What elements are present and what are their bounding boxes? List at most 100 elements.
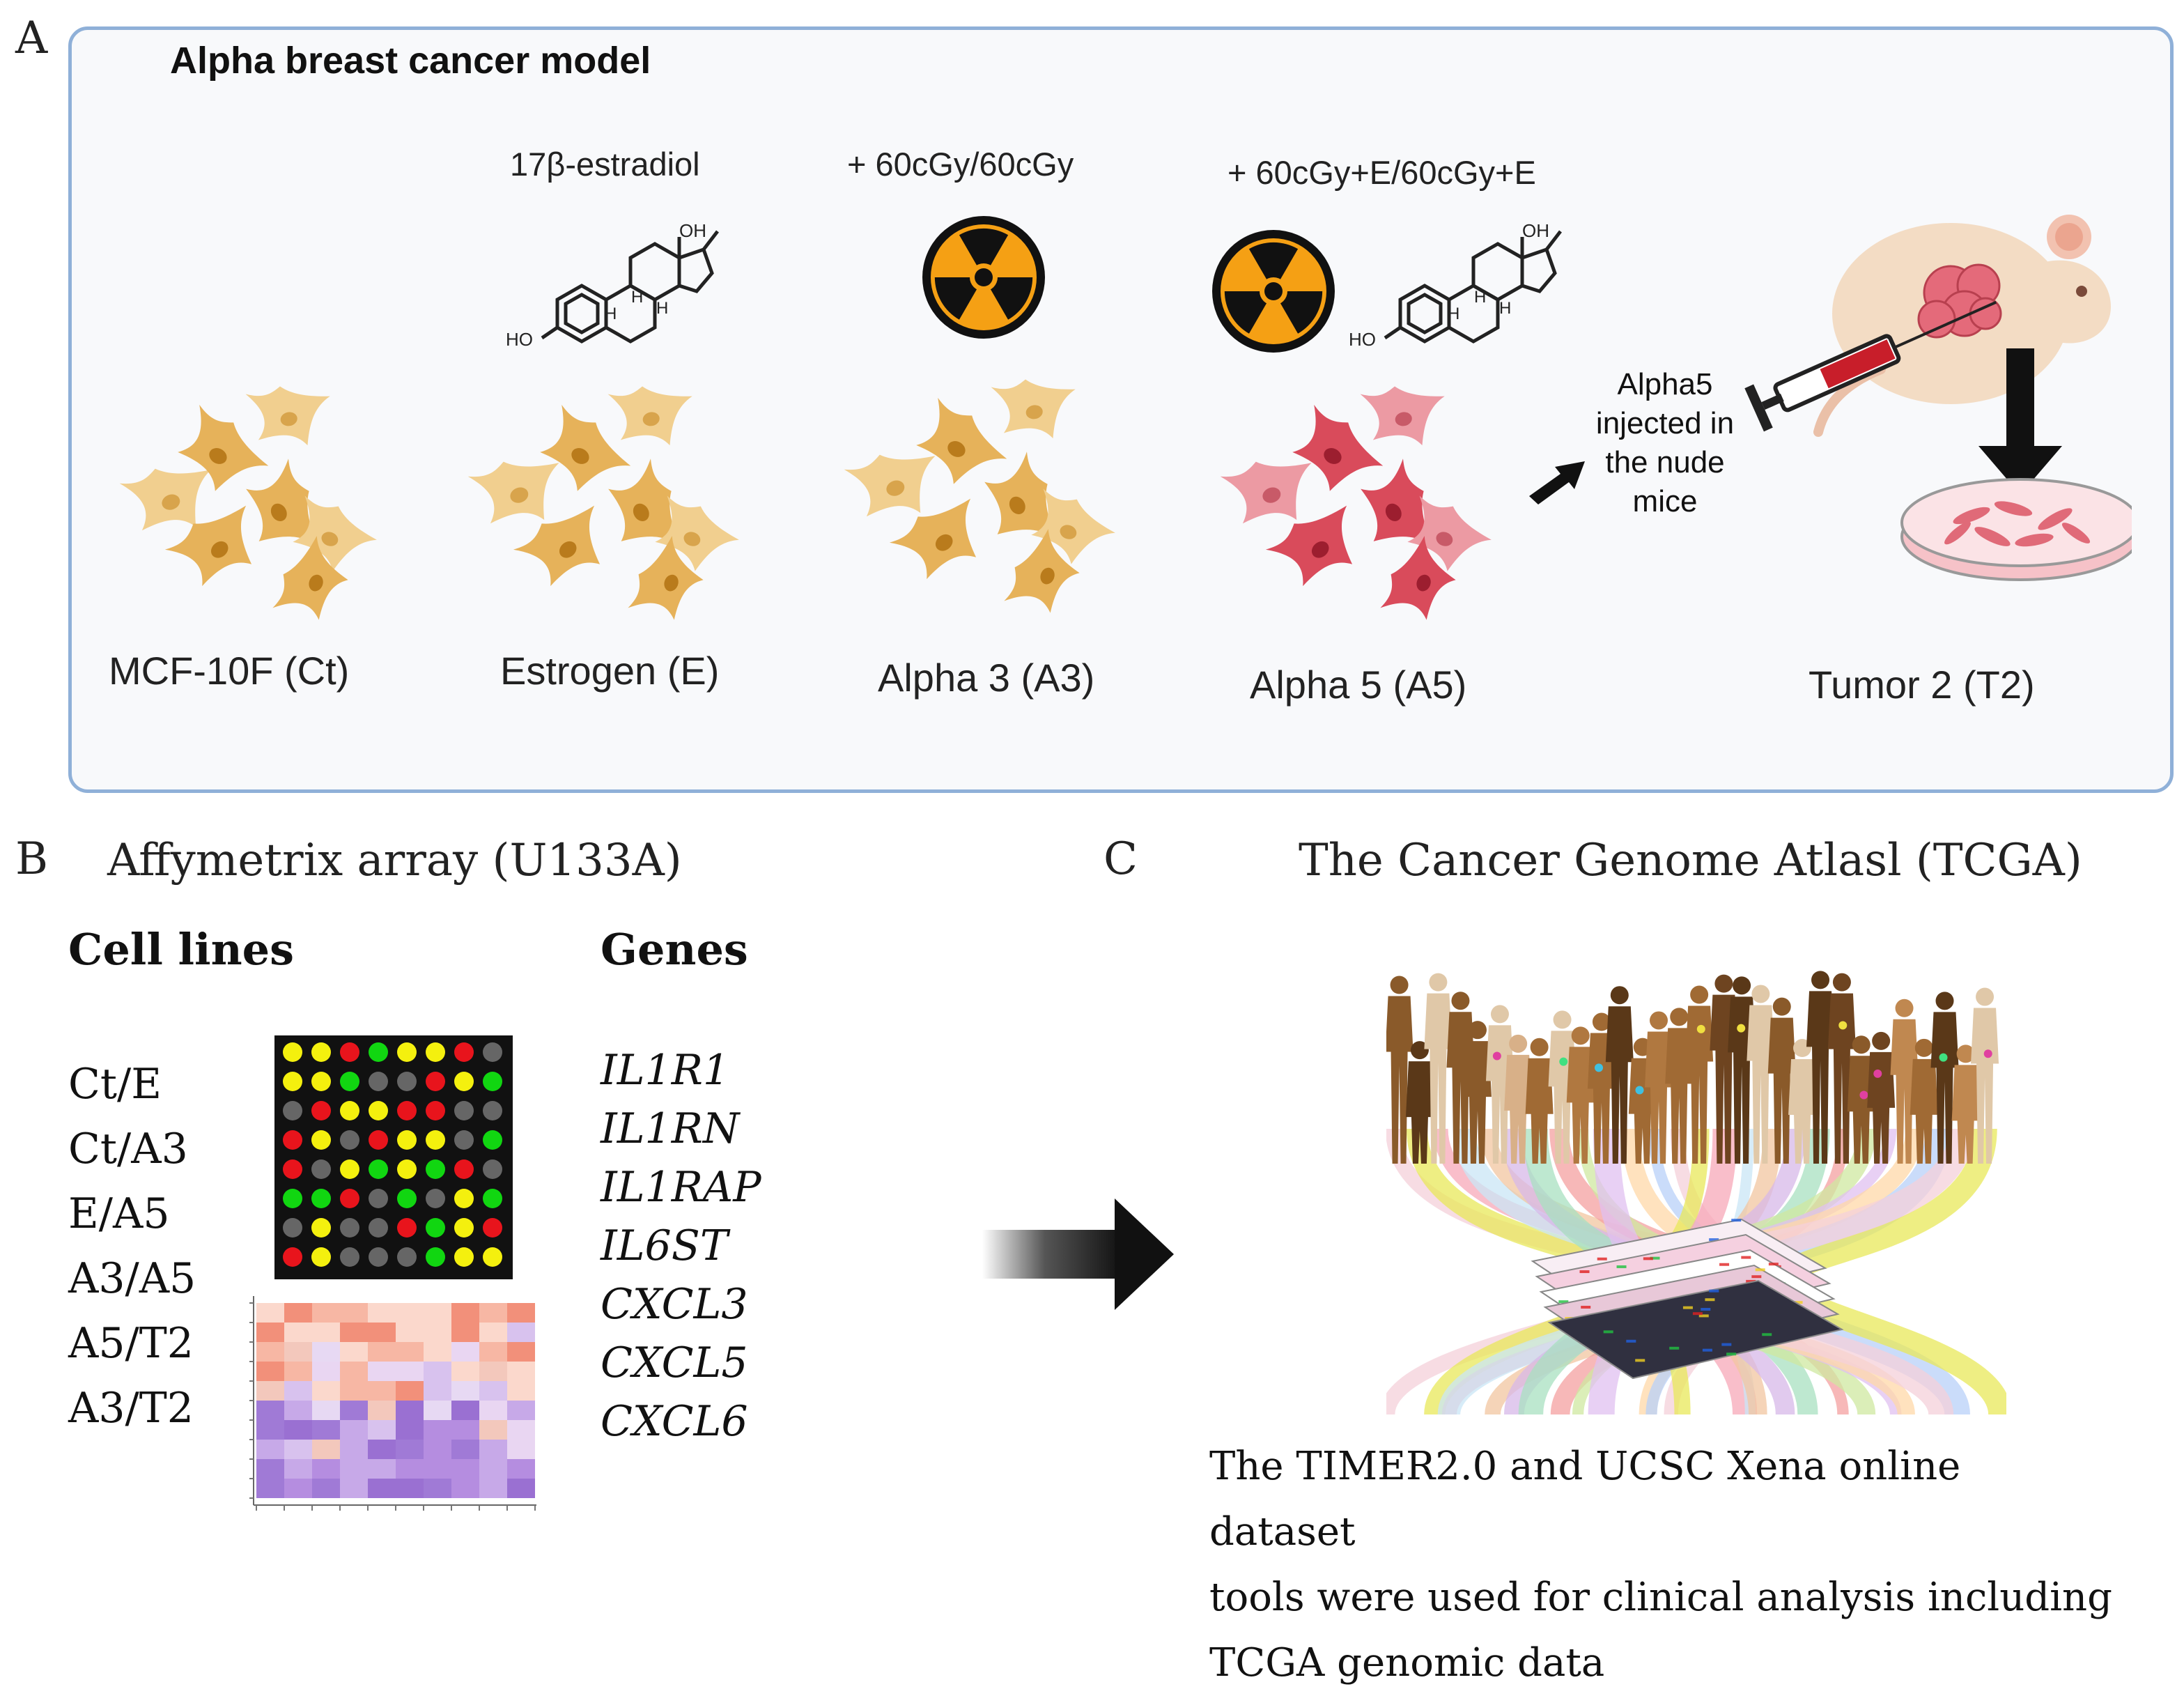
heatmap-cell [312, 1440, 340, 1459]
heatmap-cell [340, 1420, 368, 1440]
cell-line-item: A5/T2 [68, 1319, 194, 1368]
h-label: H [1499, 299, 1511, 318]
heatmap-cell [368, 1459, 396, 1479]
heatmap-cell [424, 1440, 451, 1459]
person-silhouette [1424, 973, 1453, 1164]
heatmap-cell [340, 1323, 368, 1342]
array-spot [369, 1247, 388, 1267]
person-silhouette [1806, 971, 1835, 1164]
array-spot [369, 1189, 388, 1208]
tcga-population-icon [1386, 955, 2006, 1414]
array-spot [283, 1101, 302, 1120]
heatmap-cell [256, 1342, 284, 1362]
array-spot [397, 1042, 417, 1062]
heatmap-cell [368, 1303, 396, 1323]
heatmap-cell [451, 1323, 479, 1342]
heatmap-cell [312, 1303, 340, 1323]
caption-mcf10f: MCF-10F (Ct) [109, 649, 350, 693]
cell-line-item: Ct/A3 [68, 1125, 188, 1173]
array-spot [397, 1072, 417, 1091]
heatmap-cell [256, 1479, 284, 1498]
heatmap-cell [451, 1479, 479, 1498]
heatmap-cell [424, 1420, 451, 1440]
heatmap-cell [507, 1342, 535, 1362]
heatmap-cell [479, 1459, 507, 1479]
array-spot [483, 1072, 502, 1091]
heatmap-cell [424, 1362, 451, 1381]
microarray-icon [274, 1035, 513, 1279]
heatmap-cell [451, 1459, 479, 1479]
caption-tumor2: Tumor 2 (T2) [1809, 663, 2035, 707]
cell-line-item: E/A5 [68, 1189, 170, 1238]
person-silhouette [1463, 1021, 1492, 1164]
array-spot [340, 1159, 359, 1179]
heatmap-cell [451, 1342, 479, 1362]
heatmap-cell [284, 1362, 312, 1381]
radiation-icon [1212, 230, 1335, 353]
heatmap-cell [368, 1342, 396, 1362]
array-spot [454, 1101, 474, 1120]
array-spot [340, 1130, 359, 1150]
genes-list: IL1R1 IL1RN IL1RAP IL6ST CXCL3 CXCL5 CXC… [601, 1041, 761, 1451]
heatmap-cell [479, 1323, 507, 1342]
gene-item: IL1R1 [601, 1046, 730, 1095]
genes-heading: Genes [601, 924, 748, 975]
cells-mcf10f-icon [118, 378, 383, 627]
heatmap-cell [424, 1342, 451, 1362]
panel-c-letter: C [1103, 833, 1138, 885]
array-spot [397, 1247, 417, 1267]
array-spot [397, 1218, 417, 1238]
heatmap-cell [479, 1342, 507, 1362]
estradiol-molecule-icon: OH HO H H H [506, 220, 731, 350]
heatmap-cell [312, 1459, 340, 1479]
array-spot [397, 1159, 417, 1179]
person-silhouette [1867, 1031, 1896, 1164]
heatmap-cell [256, 1323, 284, 1342]
heatmap-cell [312, 1420, 340, 1440]
heatmap-cell [256, 1401, 284, 1420]
array-spot [454, 1072, 474, 1091]
heatmap-cell [284, 1342, 312, 1362]
array-spot [283, 1072, 302, 1091]
array-spot [311, 1101, 331, 1120]
heatmap-cell [479, 1401, 507, 1420]
gene-item: CXCL5 [601, 1339, 748, 1387]
heatmap-cell [368, 1440, 396, 1459]
heatmap-cell [507, 1459, 535, 1479]
array-spot [283, 1189, 302, 1208]
treatment-alpha5: + 60cGy+E/60cGy+E [1227, 154, 1536, 191]
array-spot [369, 1130, 388, 1150]
person-silhouette [1951, 1044, 1980, 1164]
array-spot [454, 1159, 474, 1179]
heatmap-icon [249, 1296, 536, 1511]
panel-a-letter: A [15, 13, 48, 64]
person-silhouette [1405, 1041, 1434, 1164]
heatmap-cell [507, 1440, 535, 1459]
person-silhouette [1971, 987, 1999, 1164]
heatmap-cell [256, 1303, 284, 1323]
heatmap-cell [368, 1401, 396, 1420]
heatmap-cell [451, 1420, 479, 1440]
cells-alpha5-icon [1219, 378, 1498, 627]
person-silhouette [1605, 986, 1634, 1164]
heatmap-cell [451, 1440, 479, 1459]
cell-line-item: Ct/E [68, 1060, 162, 1109]
heatmap-cell [284, 1303, 312, 1323]
array-spot [483, 1042, 502, 1062]
array-spot [283, 1247, 302, 1267]
array-spot [483, 1130, 502, 1150]
ho-label: HO [506, 329, 533, 350]
heatmap-cell [396, 1362, 424, 1381]
array-spot [454, 1042, 474, 1062]
h-label: H [1448, 304, 1459, 323]
heatmap-cell [424, 1479, 451, 1498]
cell-line-item: A3/T2 [68, 1384, 194, 1433]
heatmap-cell [312, 1479, 340, 1498]
genomic-data-layer [1547, 1279, 1844, 1380]
array-spot [311, 1159, 331, 1179]
person-silhouette [1587, 1012, 1616, 1164]
heatmap-cell [479, 1303, 507, 1323]
array-spot [483, 1189, 502, 1208]
array-spot [283, 1130, 302, 1150]
heatmap-cell [396, 1440, 424, 1459]
